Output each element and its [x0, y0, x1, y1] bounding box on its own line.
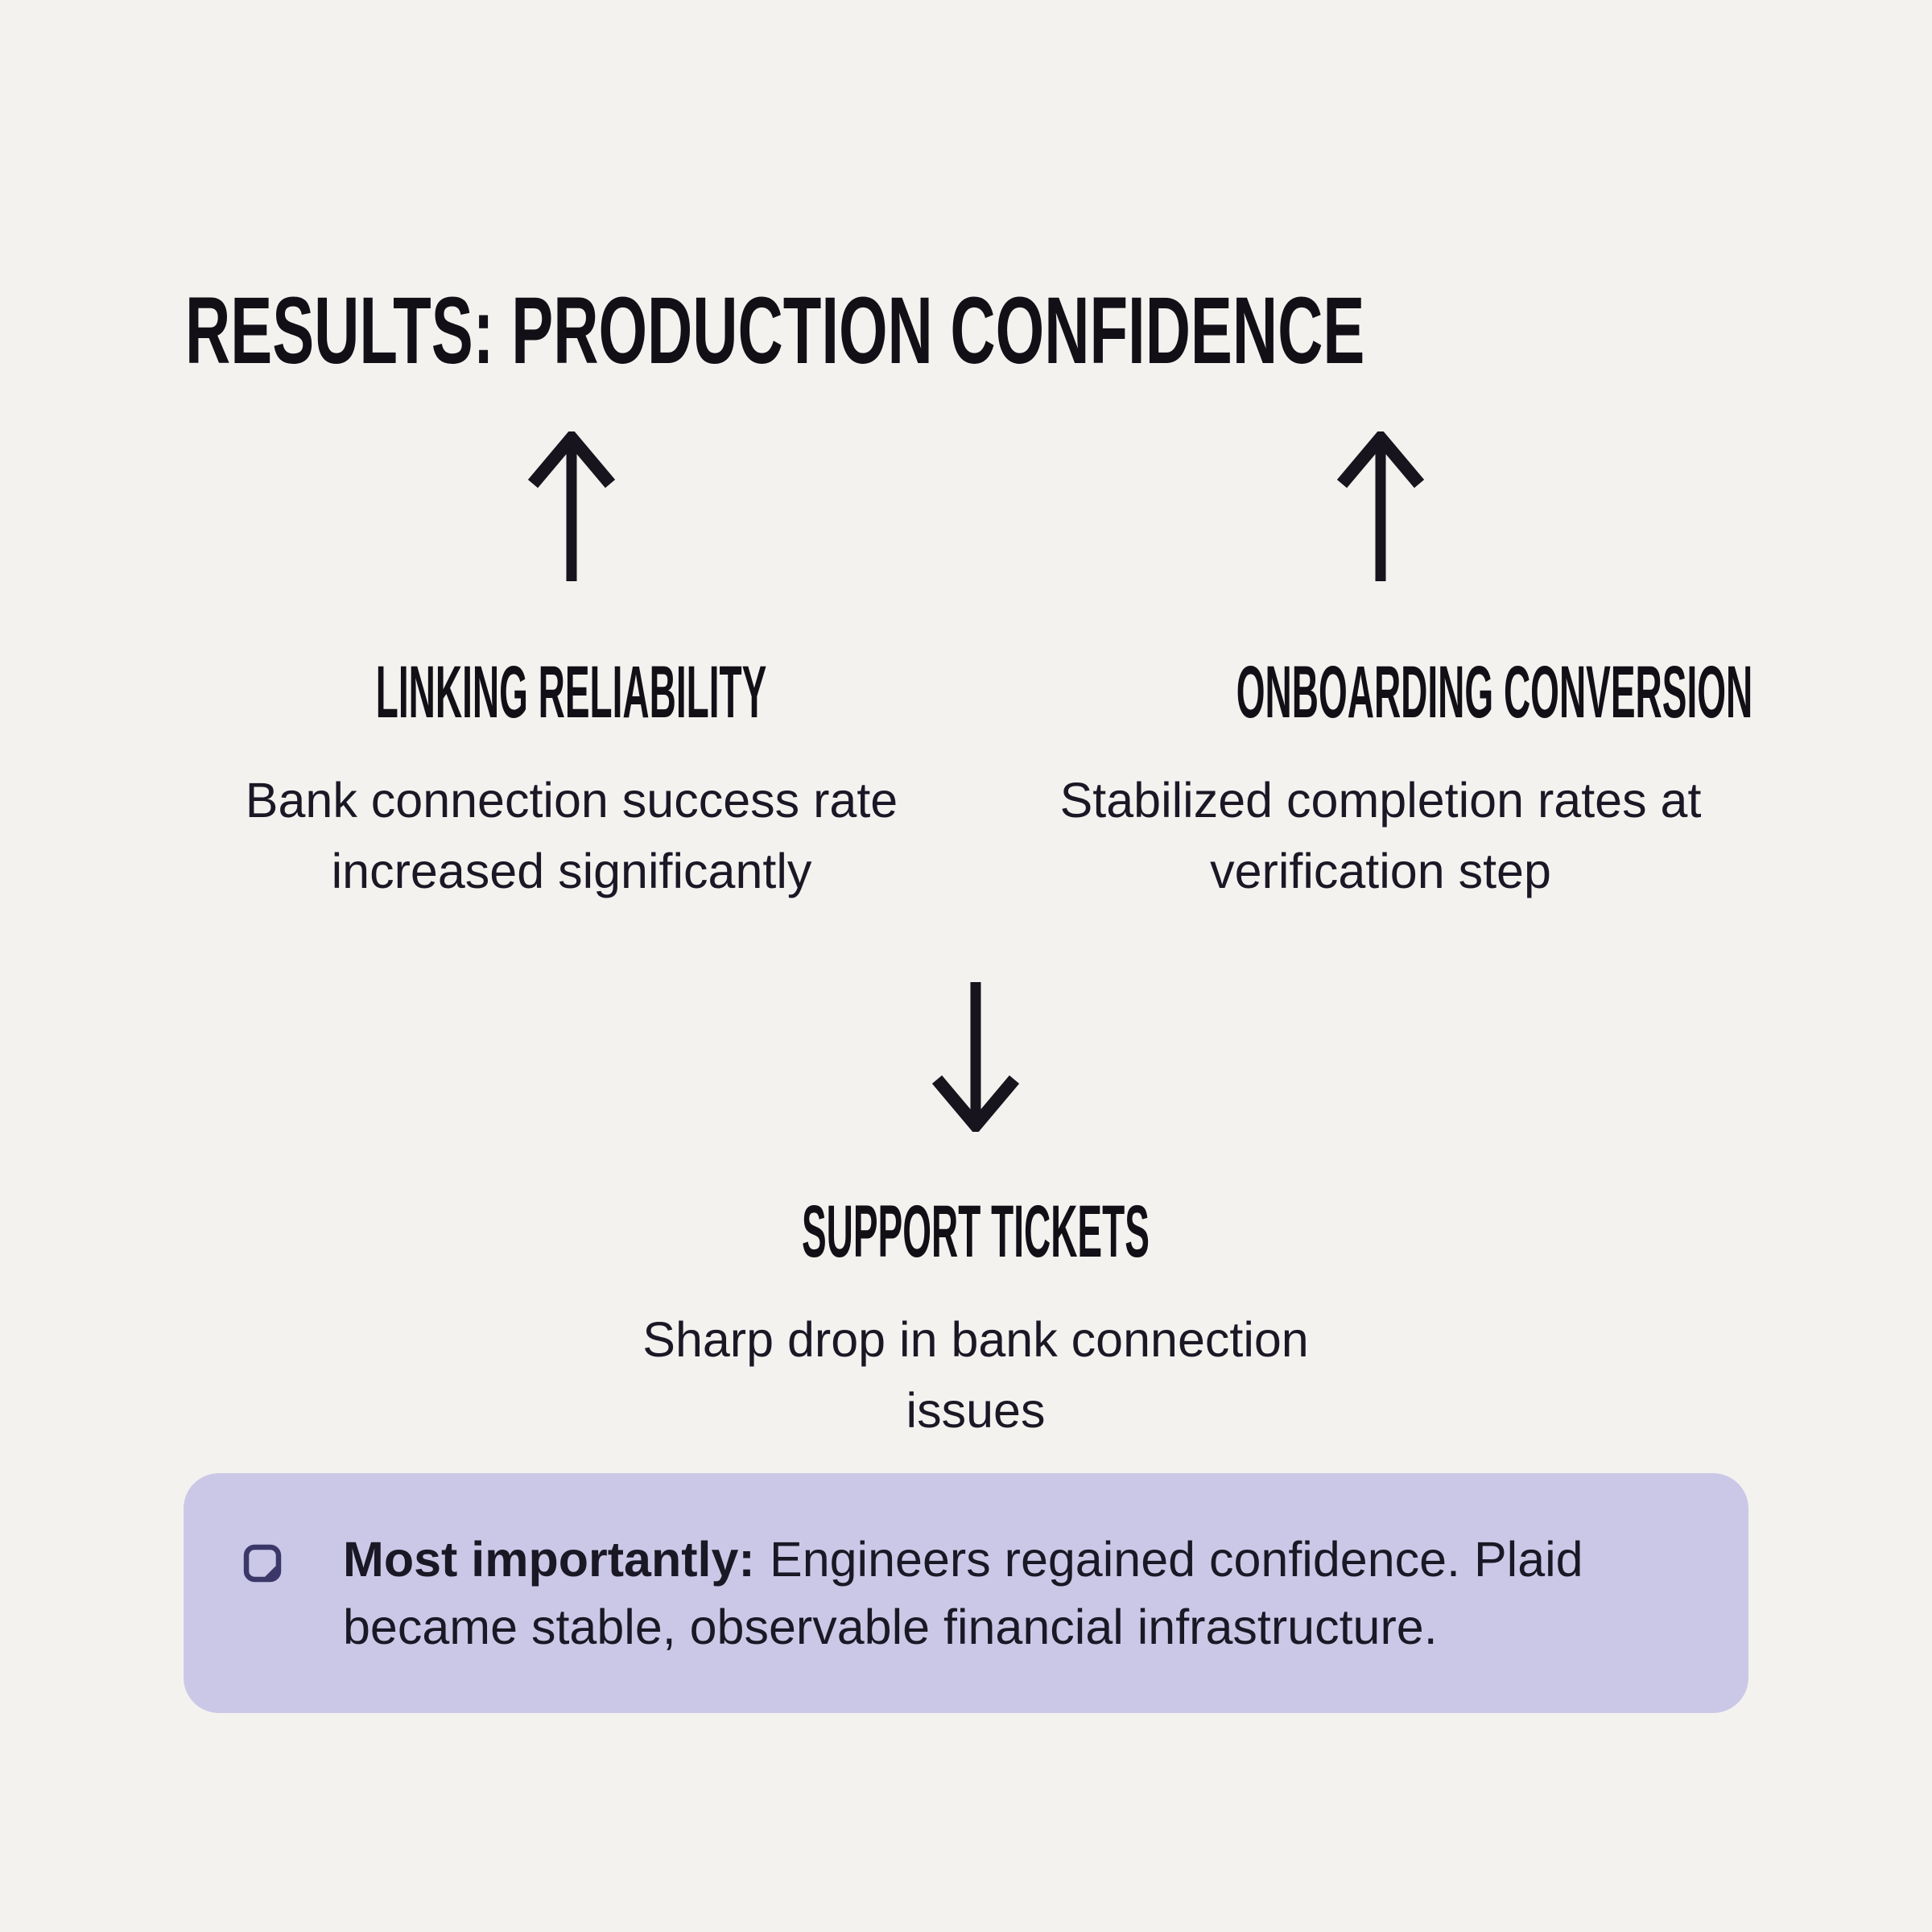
description-line: Bank connection success rate: [245, 773, 898, 828]
metric-description: Sharp drop in bank connection issues: [642, 1304, 1308, 1446]
slide-title: RESULTS: PRODUCTION CONFIDENCE: [185, 278, 1365, 385]
metric-heading-text: ONBOARDING CONVERSION: [1236, 651, 1753, 733]
metric-heading: SUPPORT TICKETS: [573, 1191, 1378, 1272]
metric-column-onboarding-conversion: ONBOARDING CONVERSION Stabilized complet…: [978, 431, 1783, 906]
callout-line: became stable, observable financial infr…: [343, 1600, 1438, 1654]
metric-column-linking-reliability: LINKING RELIABILITY Bank connection succ…: [169, 431, 974, 906]
callout-line: Engineers regained confidence. Plaid: [770, 1532, 1583, 1587]
metric-heading: ONBOARDING CONVERSION: [978, 652, 1783, 733]
metric-description: Bank connection success rate increased s…: [246, 765, 898, 906]
down-arrow-icon: [931, 982, 1020, 1132]
sticky-note-icon: [243, 1544, 282, 1583]
metric-description: Stabilized completion rates at verificat…: [1060, 765, 1702, 906]
description-line: Sharp drop in bank connection: [642, 1312, 1309, 1367]
description-line: Stabilized completion rates at: [1059, 773, 1702, 828]
description-line: verification step: [1210, 844, 1551, 898]
callout-box: Most importantly: Engineers regained conf…: [184, 1473, 1748, 1713]
callout-text: Most importantly: Engineers regained conf…: [343, 1525, 1695, 1661]
up-arrow-icon: [527, 431, 616, 581]
metric-heading-text: SUPPORT TICKETS: [802, 1191, 1150, 1273]
metric-heading-text: LINKING RELIABILITY: [376, 651, 767, 733]
callout-lead: Most importantly:: [343, 1532, 755, 1587]
up-arrow-icon: [1336, 431, 1425, 581]
description-line: issues: [906, 1383, 1046, 1438]
metric-column-support-tickets: SUPPORT TICKETS Sharp drop in bank conne…: [573, 979, 1378, 1446]
metric-heading: LINKING RELIABILITY: [169, 652, 974, 733]
description-line: increased significantly: [331, 844, 812, 898]
